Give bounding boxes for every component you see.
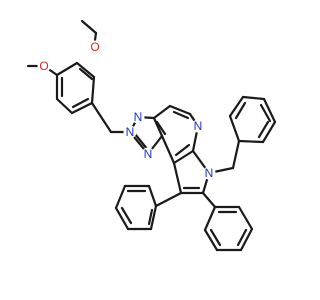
bond (228, 114, 241, 143)
bond (154, 191, 183, 208)
bond (90, 101, 113, 134)
bond (201, 191, 217, 209)
nitrogen-atom-pyrrole: N (202, 166, 216, 180)
nitrogen-label: N (144, 147, 153, 161)
bond (172, 110, 190, 120)
bond (203, 228, 219, 252)
atom-label-layer: O O N N N N N (37, 40, 216, 180)
bond (152, 116, 164, 138)
bond (172, 161, 183, 195)
bond (114, 206, 130, 231)
nitrogen-label: N (205, 166, 214, 180)
nitrogen-label: N (126, 125, 135, 139)
bond (147, 208, 154, 226)
bond (237, 139, 265, 144)
bond (174, 143, 191, 157)
nitrogen-label: N (194, 119, 203, 133)
bond (147, 184, 158, 208)
nitrogen-atom-triazole-left: N (123, 125, 137, 139)
oxygen-atom-left: O (37, 59, 51, 73)
bond (259, 103, 272, 123)
bond (236, 228, 248, 247)
nitrogen-label: N (134, 110, 143, 124)
bond (234, 101, 247, 120)
bond-layer (26, 19, 277, 252)
bond (160, 134, 176, 165)
bond (239, 227, 254, 252)
bond (262, 97, 277, 124)
bond (133, 132, 150, 152)
bond (75, 61, 96, 79)
nitrogen-atom-triazole-bottom: N (141, 147, 155, 161)
bond (261, 120, 277, 144)
oxygen-label: O (90, 40, 99, 54)
bond (231, 139, 241, 170)
nitrogen-atom-triazole-top: N (131, 110, 145, 124)
bond (237, 205, 254, 231)
bond (152, 104, 172, 120)
bond (55, 61, 79, 77)
bond (55, 97, 74, 115)
bond (149, 204, 158, 231)
bond (78, 67, 94, 81)
bond (172, 149, 195, 165)
bond (203, 205, 217, 232)
bond (168, 104, 192, 116)
nitrogen-atom-pyrimidine: N (191, 119, 205, 133)
oxygen-atom-top: O (88, 40, 102, 54)
bond (120, 206, 133, 225)
bond (114, 184, 127, 210)
bond (228, 95, 245, 118)
bond (80, 19, 98, 35)
bond (71, 97, 90, 109)
bond (155, 120, 167, 136)
molecule-structure: O O N N N N N (26, 19, 277, 252)
bond (70, 101, 94, 115)
bond (257, 120, 270, 139)
bond (90, 75, 96, 105)
bond (241, 95, 266, 101)
bond (209, 228, 222, 247)
oxygen-label: O (39, 59, 48, 73)
